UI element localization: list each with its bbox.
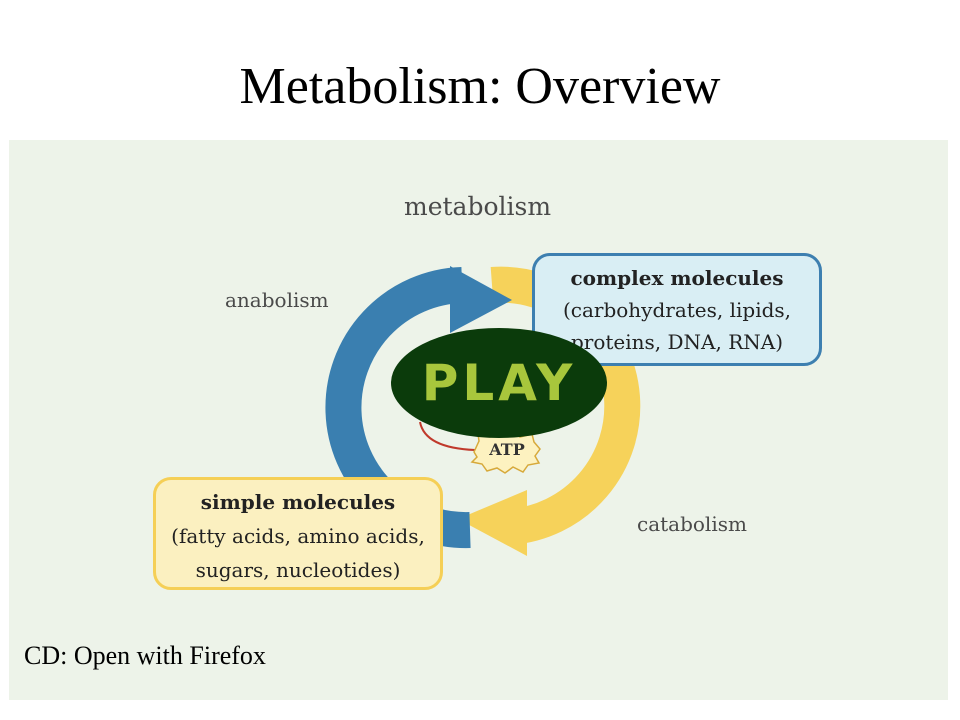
play-button-shape [391, 328, 607, 438]
complex-molecules-title: complex molecules [570, 266, 784, 290]
catabolism-arrowhead [458, 490, 527, 556]
metabolism-label: metabolism [404, 192, 552, 221]
slide-title: Metabolism: Overview [239, 58, 721, 115]
complex-molecules-box: complex molecules (carbohydrates, lipids… [532, 253, 822, 366]
simple-molecules-title: simple molecules [200, 490, 396, 514]
simple-molecules-box: simple molecules (fatty acids, amino aci… [153, 477, 443, 590]
complex-molecules-line2: proteins, DNA, RNA) [570, 330, 784, 354]
catabolism-label: catabolism [637, 512, 747, 536]
simple-molecules-line2: sugars, nucleotides) [195, 558, 401, 582]
play-button[interactable]: PLAY [390, 327, 608, 439]
anabolism-label: anabolism [225, 288, 329, 312]
energy-coupling-curve [419, 421, 476, 451]
atp-label: ATP [489, 440, 525, 459]
anabolism-arrowhead [450, 266, 512, 333]
play-button-label: PLAY [421, 354, 577, 412]
footer-note: CD: Open with Firefox [24, 641, 266, 670]
complex-molecules-line1: (carbohydrates, lipids, [562, 298, 792, 322]
simple-molecules-line1: (fatty acids, amino acids, [171, 524, 425, 548]
